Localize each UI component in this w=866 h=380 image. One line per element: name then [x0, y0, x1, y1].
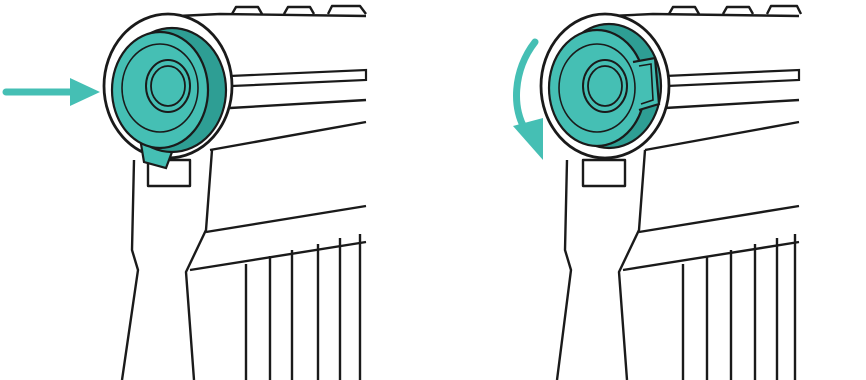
panel-step-push	[0, 0, 433, 380]
rail-bar	[230, 70, 366, 86]
right-arrow-icon	[6, 78, 100, 106]
panel-step-rotate	[433, 0, 866, 380]
knob-rotated	[549, 24, 661, 148]
panel-push-drawing	[0, 0, 433, 380]
knob-pressed	[112, 28, 226, 168]
curved-down-arrow-icon	[513, 42, 543, 160]
panel-rotate-drawing	[433, 0, 866, 380]
rail-bar	[665, 70, 799, 86]
